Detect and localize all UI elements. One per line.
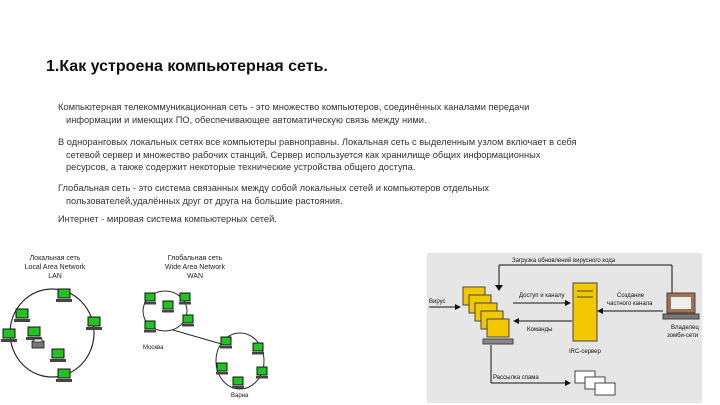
wan-abbr: WAN [186, 273, 204, 280]
lan-subtitle: Local Area Network [24, 264, 86, 271]
peer-line-1: В одноранговых локальных сетях все компь… [58, 137, 577, 147]
wan-diagram: Москва Варна [142, 290, 268, 399]
download-updates-label: Загрузка обновлений вирусного кода [512, 257, 616, 264]
commands-label: Команды [527, 327, 552, 333]
wan-computer-1 [144, 292, 156, 305]
irc-server-icon [572, 282, 598, 342]
lan-computer-4 [56, 288, 72, 302]
lan-computer-6 [50, 348, 66, 362]
wan-computer-9 [256, 366, 268, 379]
channel-access-label: Доступ и каналу [519, 293, 564, 299]
wan-computer-6 [220, 336, 232, 349]
wan-line-2: пользователей,удалённых друг от друга на… [66, 195, 343, 206]
lan-diagram [1, 288, 102, 382]
owner-label-2: зомби-сети [667, 333, 698, 339]
wan-city-varna: Варна [231, 393, 249, 399]
lan-abbr: LAN [48, 273, 62, 280]
wan-subtitle: Wide Area Network [165, 264, 225, 271]
lan-computer-7 [56, 368, 72, 382]
wan-paragraph: Глобальная сеть - это система связанных … [58, 182, 618, 207]
spam-label: Рассылка спама [493, 375, 539, 381]
wan-computer-3 [179, 292, 191, 305]
wan-computer-2 [162, 300, 174, 313]
definition-line-2: информации и имеющих ПО, обеспечивающее … [66, 114, 427, 125]
peer-line-3: ресурсов, а также содержит некоторые тех… [66, 162, 416, 172]
wan-computer-7 [252, 342, 264, 355]
wan-line-1: Глобальная сеть - это система связанных … [58, 183, 489, 193]
wan-city-moscow: Москва [143, 345, 164, 351]
lan-computer-5 [86, 316, 102, 330]
wan-title: Глобальная сеть [167, 255, 223, 262]
owner-label-1: Владелец [671, 325, 699, 331]
envelope-icons [574, 370, 616, 396]
internet-paragraph: Интернет - мировая система компьютерных … [58, 214, 277, 224]
virus-label: Вирус [429, 299, 446, 305]
infected-computers [462, 286, 514, 345]
lan-computer-2 [1, 328, 17, 342]
botnet-owner-laptop-icon [662, 292, 700, 320]
peer-network-paragraph: В одноранговых локальных сетях все компь… [58, 136, 678, 174]
lan-label: Локальная сеть Local Area Network LAN [10, 254, 100, 281]
definition-line-1: Компьютерная телекоммуникационная сеть -… [58, 102, 530, 112]
peer-line-2: сетевой сервер и множество рабочих станц… [66, 149, 541, 160]
lan-title: Локальная сеть [29, 255, 81, 262]
definition-paragraph: Компьютерная телекоммуникационная сеть -… [58, 101, 658, 126]
lan-printer-icon [31, 338, 45, 349]
create-label-1: Создание [617, 293, 645, 299]
lan-computer-1 [14, 308, 30, 322]
wan-computer-4 [182, 314, 194, 327]
irc-server-label: IRC-сервер [569, 349, 601, 355]
botnet-diagram: Загрузка обновлений вирусного кода Вирус… [427, 253, 702, 403]
create-label-2: частного канала [607, 301, 653, 307]
wan-label: Глобальная сеть Wide Area Network WAN [150, 254, 240, 281]
slide-title: 1.Как устроена компьютерная сеть. [46, 58, 328, 75]
wan-computer-8 [216, 362, 228, 375]
wan-computer-10 [232, 376, 244, 389]
lan-computer-3 [26, 326, 42, 340]
wan-computer-5 [144, 320, 156, 333]
